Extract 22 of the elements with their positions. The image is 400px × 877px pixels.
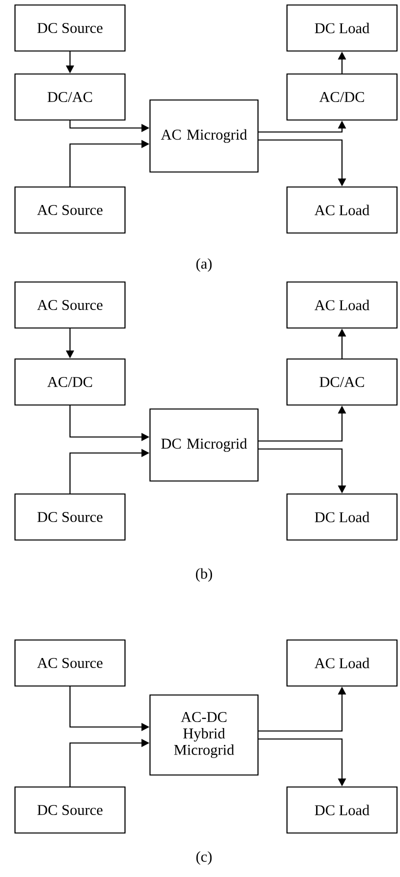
block-box: AC/DC xyxy=(286,73,398,121)
block-box: DC/AC xyxy=(286,358,398,406)
block-box: DC Load xyxy=(286,786,398,834)
block-box: AC Source xyxy=(14,639,126,687)
microgrid-box: AC Microgrid xyxy=(149,99,259,173)
block-box: AC/DC xyxy=(14,358,126,406)
panel-label: (c) xyxy=(196,851,212,865)
block-box: AC Source xyxy=(14,281,126,329)
microgrid-box: AC-DC Hybrid Microgrid xyxy=(149,694,259,776)
block-box: DC Source xyxy=(14,493,126,541)
block-box: AC Load xyxy=(286,186,398,234)
block-box: AC Load xyxy=(286,281,398,329)
block-box: AC Source xyxy=(14,186,126,234)
microgrid-box: DC Microgrid xyxy=(149,408,259,482)
panel-label: (a) xyxy=(196,258,212,272)
block-box: DC Load xyxy=(286,493,398,541)
panel-label: (b) xyxy=(196,568,212,582)
block-box: DC Source xyxy=(14,4,126,52)
block-box: DC/AC xyxy=(14,73,126,121)
block-box: DC Load xyxy=(286,4,398,52)
block-box: AC Load xyxy=(286,639,398,687)
block-box: DC Source xyxy=(14,786,126,834)
